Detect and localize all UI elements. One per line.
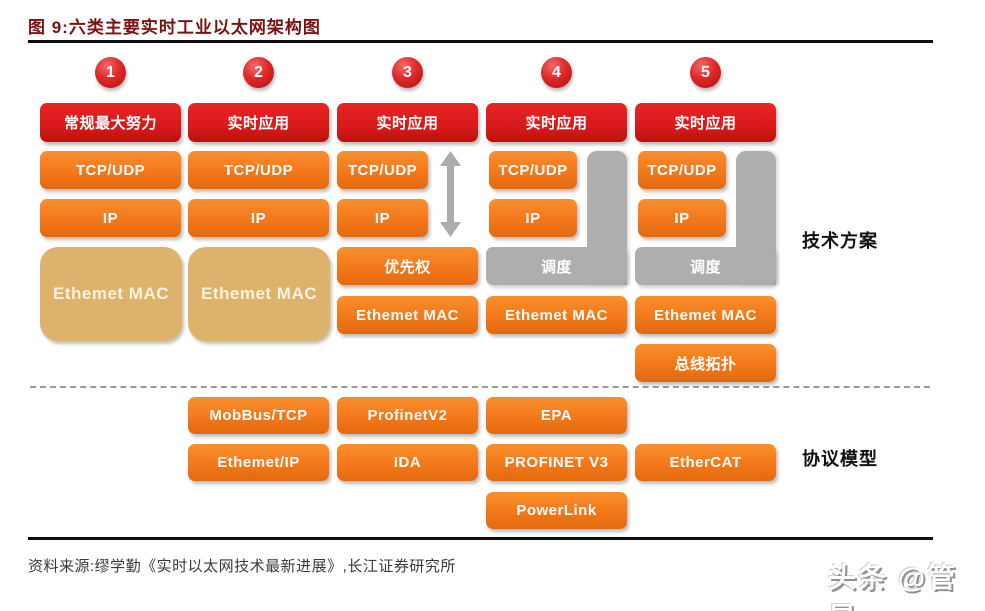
col5-app-box: 实时应用 xyxy=(635,103,776,142)
col3-tcp-box: TCP/UDP xyxy=(337,151,428,189)
protocol-box-ethercat: EtherCAT xyxy=(635,444,776,481)
protocol-box-profinet-v3: PROFINET V3 xyxy=(486,444,627,481)
col2-tcp-box: TCP/UDP xyxy=(188,151,329,189)
col4-tcp-box: TCP/UDP xyxy=(489,151,577,189)
protocol-box-powerlink: PowerLink xyxy=(486,492,627,529)
bottom-rule xyxy=(28,537,933,540)
col5-ip-box: IP xyxy=(638,199,726,237)
col1-tcp-box: TCP/UDP xyxy=(40,151,181,189)
protocol-section-label: 协议模型 xyxy=(802,449,878,469)
title-underline xyxy=(28,40,933,43)
watermark: 头条 @管是 xyxy=(828,562,958,611)
step-badge-2: 2 xyxy=(243,57,274,88)
tech-section-label: 技术方案 xyxy=(802,231,878,251)
col5-bus-topology-box: 总线拓扑 xyxy=(635,344,776,382)
col1-app-box: 常规最大努力 xyxy=(40,103,181,142)
protocol-box-mobbus-tcp: MobBus/TCP xyxy=(188,397,329,434)
bidirectional-arrow-icon xyxy=(440,151,461,237)
col3-ethernet-mac-box: Ethemet MAC xyxy=(337,296,478,334)
col4-ethernet-mac-box: Ethemet MAC xyxy=(486,296,627,334)
step-badge-5: 5 xyxy=(690,57,721,88)
col3-priority-box: 优先权 xyxy=(337,247,478,285)
protocol-box-epa: EPA xyxy=(486,397,627,434)
col2-ethernet-mac-box: Ethemet MAC xyxy=(188,247,330,341)
col5-tcp-box: TCP/UDP xyxy=(638,151,726,189)
col2-app-box: 实时应用 xyxy=(188,103,329,142)
col4-app-box: 实时应用 xyxy=(486,103,627,142)
step-badge-3: 3 xyxy=(392,57,423,88)
figure-title: 图 9:六类主要实时工业以太网架构图 xyxy=(28,18,321,37)
col3-app-box: 实时应用 xyxy=(337,103,478,142)
col3-ip-box: IP xyxy=(337,199,428,237)
step-badge-1: 1 xyxy=(95,57,126,88)
protocol-box-ethernet-ip: Ethemet/IP xyxy=(188,444,329,481)
col1-ethernet-mac-box: Ethemet MAC xyxy=(40,247,182,341)
protocol-box-profinetv2: ProfinetV2 xyxy=(337,397,478,434)
step-badge-4: 4 xyxy=(541,57,572,88)
col4-schedule-bar: 调度 xyxy=(486,247,627,285)
source-caption: 资料来源:缪学勤《实时以太网技术最新进展》,长江证券研究所 xyxy=(28,558,456,575)
col5-schedule-bar: 调度 xyxy=(635,247,776,285)
col5-ethernet-mac-box: Ethemet MAC xyxy=(635,296,776,334)
protocol-box-ida: IDA xyxy=(337,444,478,481)
col4-ip-box: IP xyxy=(489,199,577,237)
section-divider-dashed xyxy=(30,386,930,388)
col1-ip-box: IP xyxy=(40,199,181,237)
col2-ip-box: IP xyxy=(188,199,329,237)
